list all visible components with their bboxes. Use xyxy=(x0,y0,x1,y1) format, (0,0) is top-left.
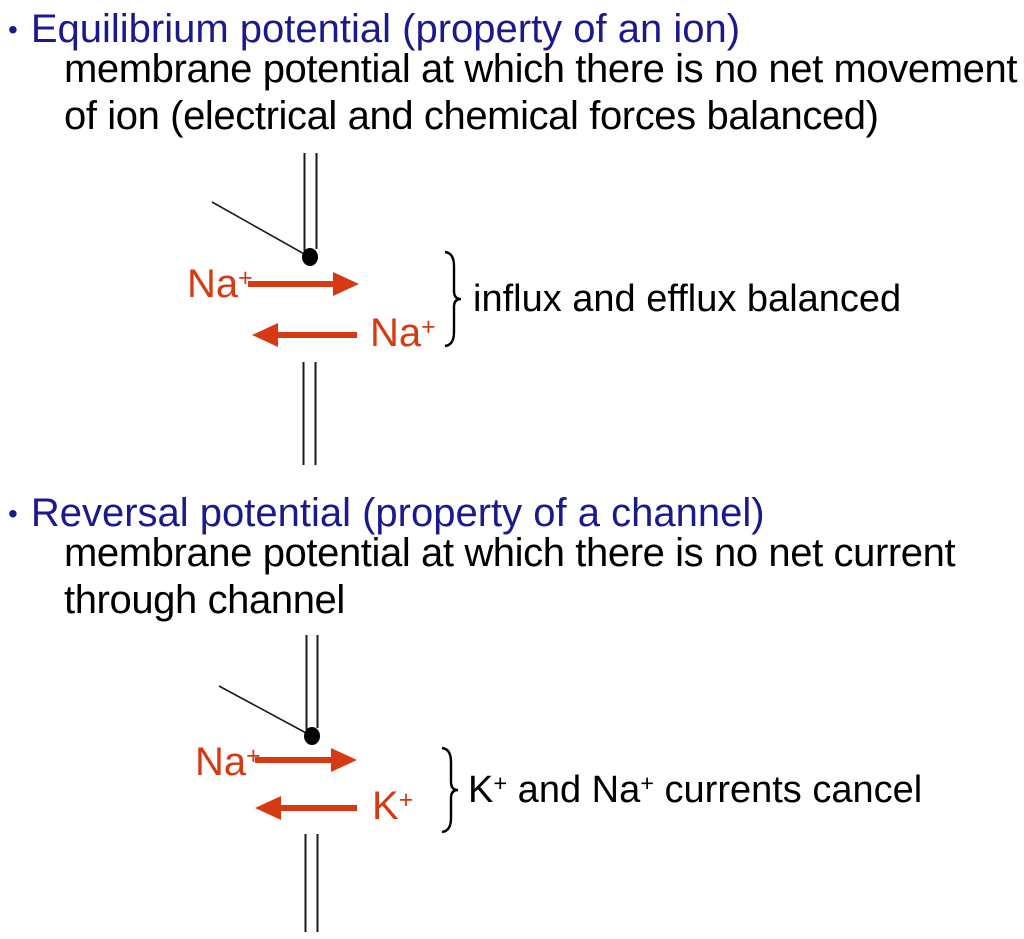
equilibrium-definition-line2: of ion (electrical and chemical forces b… xyxy=(64,94,879,138)
equilibrium-diagram xyxy=(211,153,462,465)
bullet-icon: • xyxy=(8,14,18,45)
heading-equilibrium-potential: • Equilibrium potential (property of an i… xyxy=(8,6,740,56)
heading-text: Equilibrium potential (property of an io… xyxy=(30,7,741,51)
channel-gate-dot xyxy=(302,248,318,266)
heading-reversal-potential: • Reversal potential (property of a chann… xyxy=(8,490,765,540)
efflux-ion-label: K+ xyxy=(372,783,413,830)
channel-gate-dot xyxy=(304,727,320,745)
influx-ion-label: Na+ xyxy=(187,261,253,308)
bullet-icon: • xyxy=(8,498,18,529)
annotation-text: and Na xyxy=(507,769,641,811)
channel-pointer-line xyxy=(218,685,309,735)
annotation-text: K xyxy=(468,769,494,811)
efflux-ion-label: Na+ xyxy=(370,310,436,357)
ion-charge: + xyxy=(398,786,414,814)
ion-charge: + xyxy=(246,742,261,770)
heading-text: Reversal potential (property of a channe… xyxy=(30,491,765,535)
reversal-diagram xyxy=(218,635,459,932)
brace xyxy=(444,250,462,348)
annotation-sup: + xyxy=(493,770,508,797)
ion-charge: + xyxy=(238,264,253,292)
ion-symbol: Na xyxy=(370,311,422,355)
efflux-arrow xyxy=(255,796,357,820)
ion-charge: + xyxy=(421,313,436,341)
brace xyxy=(441,746,459,834)
reversal-annotation: K+ and Na+ currents cancel xyxy=(468,767,922,814)
channel-pointer-line xyxy=(211,201,307,256)
annotation-text: currents cancel xyxy=(653,769,923,811)
reversal-definition-line1: membrane potential at which there is no … xyxy=(64,531,956,575)
equilibrium-annotation: influx and efflux balanced xyxy=(473,278,902,320)
ion-symbol: Na xyxy=(187,262,239,306)
equilibrium-definition-line1: membrane potential at which there is no … xyxy=(64,47,1018,91)
ion-symbol: Na xyxy=(195,740,247,784)
influx-arrow xyxy=(248,272,359,296)
efflux-arrow xyxy=(252,323,357,347)
influx-arrow xyxy=(255,748,357,772)
annotation-sup: + xyxy=(640,770,654,797)
reversal-definition-line2: through channel xyxy=(64,578,345,622)
ion-symbol: K xyxy=(372,784,399,828)
influx-ion-label: Na+ xyxy=(195,739,261,786)
